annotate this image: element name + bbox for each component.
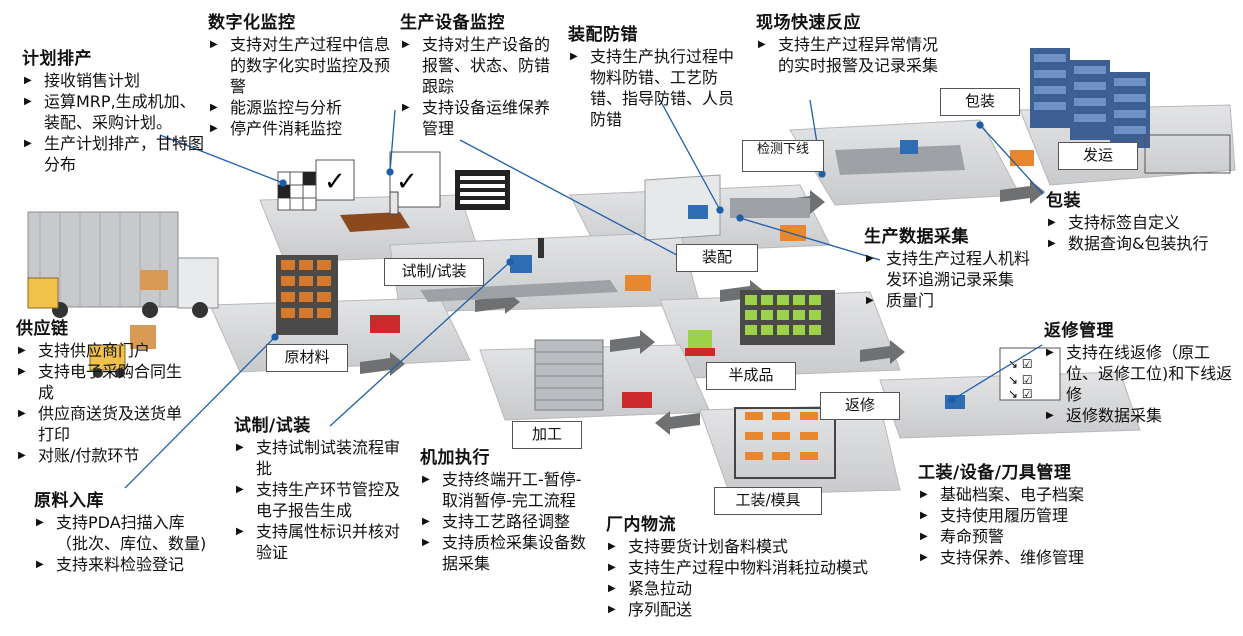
block-digital: 数字化监控 支持对生产过程中信息的数字化实时监控及预警 能源监控与分析 停产件消… — [208, 12, 393, 139]
block-title: 工装/设备/刀具管理 — [918, 463, 1072, 483]
label-inspect: 检测下线 — [742, 140, 824, 172]
block-item: 支持属性标识并核对验证 — [234, 521, 404, 563]
block-item: 质量门 — [864, 290, 1044, 311]
flow-arrow — [610, 330, 655, 354]
block-item: 生产计划排产，甘特图分布 — [22, 133, 207, 175]
svg-text:↘ ☑: ↘ ☑ — [1008, 387, 1033, 401]
block-logistics: 厂内物流 支持要货计划备料模式 支持生产过程中物料消耗拉动模式 紧急拉动 序列配… — [606, 514, 926, 620]
block-assembly: 装配防错 支持生产执行过程中物料防错、工艺防错、指导防错、人员防错 — [568, 24, 738, 130]
block-title: 机加执行 — [420, 448, 490, 468]
block-rework: 返修管理 支持在线返修（原工位、返修工位)和下线返修 返修数据采集 — [1044, 320, 1234, 426]
block-item: 支持终端开工-暂停-取消暂停-完工流程 — [420, 469, 595, 511]
block-item: 返修数据采集 — [1044, 405, 1234, 426]
block-item: 接收销售计划 — [22, 70, 207, 91]
assembly-cell — [644, 174, 810, 241]
monitoring-office: ✓ ✓ — [277, 151, 510, 232]
block-item: 支持对生产过程中信息的数字化实时监控及预警 — [208, 34, 393, 97]
block-title: 返修管理 — [1044, 321, 1114, 341]
block-item: 支持来料检验登记 — [34, 554, 214, 575]
block-title: 生产数据采集 — [864, 227, 969, 247]
block-title: 数字化监控 — [208, 13, 296, 33]
block-item: 序列配送 — [606, 599, 926, 620]
flow-arrow — [860, 340, 905, 364]
block-item: 支持在线返修（原工位、返修工位)和下线返修 — [1044, 342, 1234, 405]
block-item: 支持供应商门户 — [16, 340, 186, 361]
label-assembly: 装配 — [676, 244, 758, 272]
svg-text:↘ ☑: ↘ ☑ — [1008, 373, 1033, 387]
block-item: 支持对生产设备的报警、状态、防错跟踪 — [400, 34, 550, 97]
label-tooling: 工装/模具 — [714, 487, 822, 515]
raw-material-shelf — [276, 255, 400, 335]
block-title: 计划排产 — [22, 49, 92, 69]
trial-conveyor — [420, 238, 651, 302]
block-item: 支持标签自定义 — [1046, 212, 1231, 233]
block-item: 支持保养、维修管理 — [918, 547, 1138, 568]
block-item: 数据查询&包装执行 — [1046, 233, 1231, 254]
block-title: 供应链 — [16, 319, 69, 339]
block-machining: 机加执行 支持终端开工-暂停-取消暂停-完工流程 支持工艺路径调整 支持质检采集… — [420, 447, 595, 574]
machining-station — [534, 339, 652, 411]
block-item: 能源监控与分析 — [208, 97, 393, 118]
block-tooling: 工装/设备/刀具管理 基础档案、电子档案 支持使用履历管理 寿命预警 支持保养、… — [918, 462, 1138, 568]
block-title: 装配防错 — [568, 25, 638, 45]
label-raw: 原材料 — [266, 344, 348, 372]
label-machining: 加工 — [512, 421, 582, 449]
label-ship: 发运 — [1058, 142, 1138, 170]
block-item: 支持生产执行过程中物料防错、工艺防错、指导防错、人员防错 — [568, 46, 738, 130]
block-item: 支持试制试装流程审批 — [234, 437, 404, 479]
block-item: 支持生产环节管控及电子报告生成 — [234, 479, 404, 521]
flow-arrow — [360, 352, 405, 376]
block-title: 现场快速反应 — [756, 13, 861, 33]
block-item: 支持生产过程中物料消耗拉动模式 — [606, 557, 926, 578]
block-item: 供应商送货及送货单打印 — [16, 403, 186, 445]
block-item: 支持质检采集设备数据采集 — [420, 532, 595, 574]
block-title: 生产设备监控 — [400, 13, 505, 33]
block-response: 现场快速反应 支持生产过程异常情况的实时报警及记录采集 — [756, 12, 941, 76]
block-item: 停产件消耗监控 — [208, 118, 393, 139]
block-equipment: 生产设备监控 支持对生产设备的报警、状态、防错跟踪 支持设备运维保养管理 — [400, 12, 550, 139]
block-item: 紧急拉动 — [606, 578, 926, 599]
block-item: 支持要货计划备料模式 — [606, 536, 926, 557]
block-item: 基础档案、电子档案 — [918, 484, 1138, 505]
block-item: 运算MRP,生成机加、装配、采购计划。 — [22, 91, 207, 133]
svg-text:✓: ✓ — [396, 167, 418, 197]
block-title: 包装 — [1046, 191, 1081, 211]
label-rework: 返修 — [820, 392, 900, 420]
block-title: 原料入库 — [34, 491, 104, 511]
block-title: 试制/试装 — [234, 416, 311, 436]
svg-text:✓: ✓ — [324, 167, 346, 197]
block-supply: 供应链 支持供应商门户 支持电子采购合同生成 供应商送货及送货单打印 对账/付款… — [16, 318, 186, 466]
packing-shelves — [1030, 48, 1231, 174]
block-inbound: 原料入库 支持PDA扫描入库（批次、库位、数量) 支持来料检验登记 — [34, 490, 214, 575]
block-item: 支持生产过程人机料发环追溯记录采集 — [864, 248, 1044, 290]
block-item: 寿命预警 — [918, 526, 1138, 547]
block-item: 支持电子采购合同生成 — [16, 361, 186, 403]
semi-finished-shelf — [685, 290, 835, 356]
block-item: 支持设备运维保养管理 — [400, 97, 550, 139]
label-trial: 试制/试装 — [384, 258, 484, 286]
inspection-line — [835, 140, 1034, 175]
block-title: 厂内物流 — [606, 515, 676, 535]
block-item: 支持PDA扫描入库（批次、库位、数量) — [34, 512, 214, 554]
tooling-rack — [734, 407, 836, 479]
svg-text:↘ ☑: ↘ ☑ — [1008, 357, 1033, 371]
flow-arrow — [1000, 180, 1045, 204]
flow-arrow — [655, 411, 700, 435]
block-item: 支持生产过程异常情况的实时报警及记录采集 — [756, 34, 941, 76]
block-plan: 计划排产 接收销售计划 运算MRP,生成机加、装配、采购计划。 生产计划排产，甘… — [22, 48, 207, 175]
truck-illustration — [27, 211, 219, 318]
block-item: 支持使用履历管理 — [918, 505, 1138, 526]
block-item: 支持工艺路径调整 — [420, 511, 595, 532]
block-trial: 试制/试装 支持试制试装流程审批 支持生产环节管控及电子报告生成 支持属性标识并… — [234, 415, 404, 563]
block-item: 对账/付款环节 — [16, 445, 186, 466]
block-packing: 包装 支持标签自定义 数据查询&包装执行 — [1046, 190, 1231, 254]
block-collection: 生产数据采集 支持生产过程人机料发环追溯记录采集 质量门 — [864, 226, 1044, 311]
label-pack: 包装 — [940, 88, 1020, 116]
label-semi: 半成品 — [706, 362, 796, 390]
